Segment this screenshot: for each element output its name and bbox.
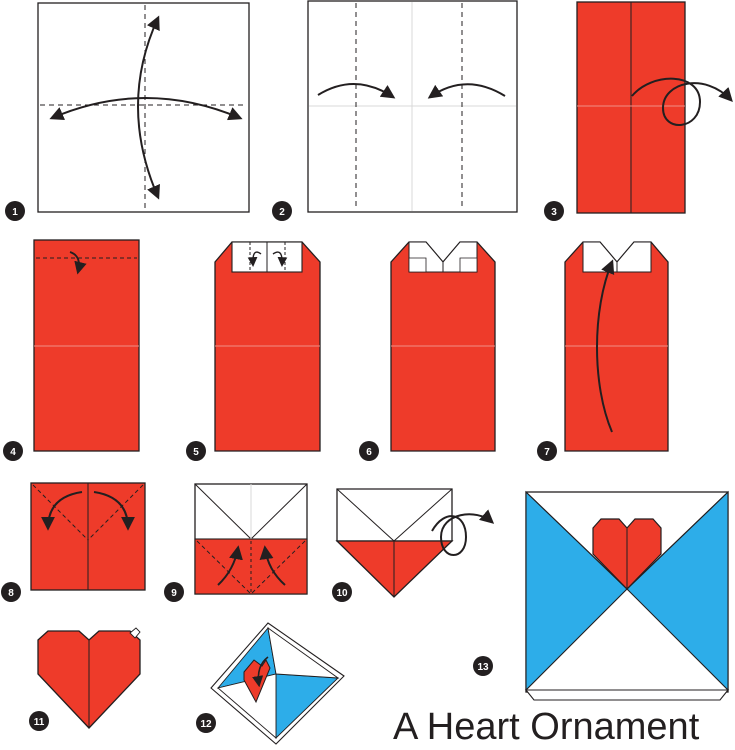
step-number-8: 8 (1, 582, 21, 602)
red-triangle-right (459, 257, 478, 273)
svg-text:10: 10 (336, 588, 348, 599)
fold-line-left (32, 484, 89, 541)
diagram-title: A Heart Ornament (393, 706, 700, 748)
step-number-12: 12 (196, 713, 216, 733)
diagonal-right (250, 483, 308, 540)
fold-arrow-left (247, 251, 262, 267)
fold-line-lower-left (196, 540, 252, 595)
svg-text:2: 2 (279, 207, 285, 218)
paper-square (37, 2, 250, 213)
diagonal-left (194, 483, 252, 540)
fold-arrow-vertical (137, 15, 160, 200)
step-1 (37, 2, 250, 213)
fold-line-lower-right (250, 540, 306, 595)
fold-up-arrow (596, 259, 615, 433)
step-number-1: 1 (5, 201, 25, 221)
step-number-2: 2 (272, 201, 292, 221)
fold-arrow-left (217, 545, 243, 586)
svg-text:1: 1 (12, 207, 18, 218)
frame-white-top (267, 626, 340, 679)
step-4 (33, 239, 140, 452)
svg-text:13: 13 (477, 662, 489, 673)
svg-text:7: 7 (544, 447, 550, 458)
frame-bottom-band (524, 689, 730, 701)
fold-line-right (87, 484, 144, 541)
step-7 (564, 241, 669, 452)
svg-text:9: 9 (171, 588, 177, 599)
svg-text:8: 8 (8, 588, 14, 599)
fold-arrow-horizontal (49, 97, 243, 121)
fold-arrow-left (317, 83, 396, 99)
step-8 (30, 482, 146, 591)
white-top (336, 488, 453, 542)
step-number-9: 9 (164, 582, 184, 602)
step-number-5: 5 (186, 441, 206, 461)
svg-text:6: 6 (366, 447, 372, 458)
frame-diag-top-left (525, 491, 628, 590)
step-number-3: 3 (544, 201, 564, 221)
step-number-6: 6 (359, 441, 379, 461)
white-flap-right (616, 241, 652, 273)
step-10 (335, 488, 495, 598)
fold-down-arrow (69, 251, 87, 275)
step-badges: 1 2 3 4 5 6 7 8 9 10 11 12 13 (1, 201, 564, 733)
svg-text:5: 5 (193, 447, 199, 458)
step-9 (194, 483, 308, 595)
svg-text:4: 4 (10, 447, 16, 458)
step-2 (307, 0, 518, 213)
red-triangle-left (408, 257, 427, 273)
step-3 (576, 1, 733, 214)
step-number-7: 7 (537, 441, 557, 461)
white-flap-left (582, 241, 618, 273)
step-number-13: 13 (473, 656, 493, 676)
turn-over-arrow (431, 509, 495, 556)
fold-arrow-right (259, 545, 286, 586)
diagonal-right (393, 488, 453, 542)
diagonal-left (336, 488, 395, 542)
step-number-11: 11 (29, 711, 49, 731)
step-number-4: 4 (3, 441, 23, 461)
svg-text:11: 11 (34, 717, 45, 728)
step-number-10: 10 (332, 582, 352, 602)
fold-arrow-left (41, 491, 83, 531)
fold-arrow-right (272, 251, 288, 267)
fold-arrow-right (427, 83, 506, 99)
frame-blue-side-b (275, 673, 340, 740)
hanger-icon (129, 627, 141, 639)
svg-text:3: 3 (551, 207, 557, 218)
step-12 (210, 622, 345, 745)
step-11 (37, 627, 141, 729)
step-6 (390, 241, 496, 452)
fold-arrow-right (93, 491, 135, 531)
insert-arrow (252, 656, 269, 688)
step-13 (524, 490, 730, 701)
svg-text:12: 12 (200, 719, 212, 730)
step-5 (214, 241, 321, 452)
turn-over-arrow (631, 77, 733, 126)
frame-diag-top-right (626, 491, 729, 590)
